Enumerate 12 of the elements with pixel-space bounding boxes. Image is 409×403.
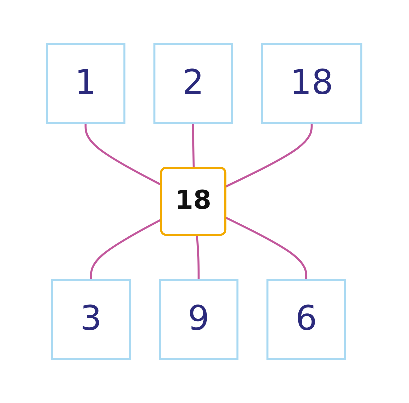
connector — [226, 217, 308, 280]
connector — [192, 123, 196, 169]
node-box: 2 — [154, 43, 234, 124]
connector — [196, 235, 200, 280]
node-box: 1 — [46, 43, 126, 124]
connector — [85, 123, 163, 186]
connector — [226, 123, 314, 188]
node-box: 3 — [52, 279, 132, 360]
connector — [90, 218, 163, 280]
node-box: 18 — [262, 43, 363, 124]
node-box: 6 — [266, 279, 347, 360]
node-box: 9 — [159, 279, 239, 360]
